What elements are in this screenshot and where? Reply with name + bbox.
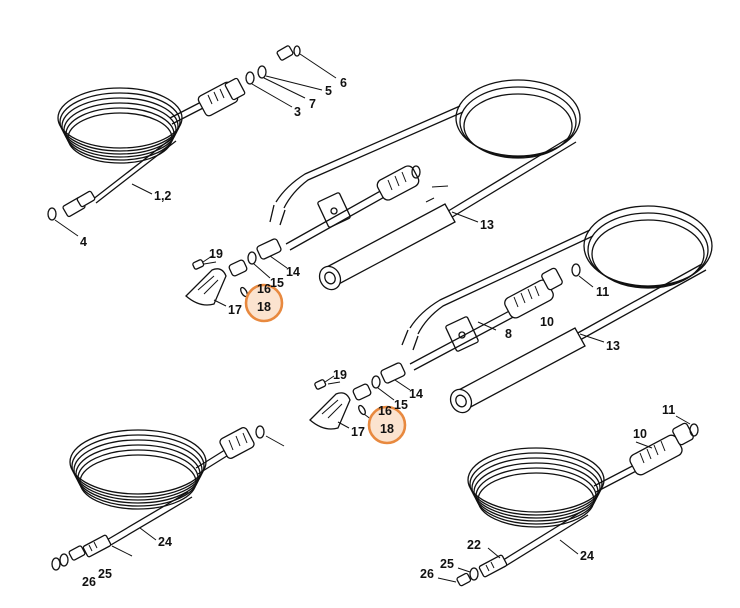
leader-10-bottom-right bbox=[635, 441, 653, 449]
hose-fitting-bottom-left bbox=[68, 534, 112, 561]
screw-19-lower bbox=[314, 375, 335, 390]
fitting-14-lower bbox=[380, 362, 411, 391]
lance-handle-top bbox=[376, 165, 420, 201]
nozzle-insert-16-upper bbox=[228, 259, 248, 277]
leader-24-bottom-right bbox=[559, 539, 579, 555]
label-5: 5 bbox=[325, 84, 332, 98]
hose-coil-top-left bbox=[57, 87, 183, 164]
label-26-bottom-left: 26 bbox=[82, 575, 96, 589]
label-17-lower: 17 bbox=[351, 425, 365, 439]
hose-fitting-lower bbox=[62, 137, 177, 218]
nipple-6 bbox=[276, 45, 337, 79]
label-18-lower: 18 bbox=[380, 422, 394, 436]
label-16-upper: 16 bbox=[257, 282, 271, 296]
label-25-bottom-right: 25 bbox=[440, 557, 454, 571]
label-26-bottom-right: 26 bbox=[420, 567, 434, 581]
highlight-18-upper bbox=[244, 283, 284, 323]
label-19-lower: 19 bbox=[333, 368, 347, 382]
label-25-bottom-left: 25 bbox=[98, 567, 112, 581]
o-ring-4 bbox=[47, 207, 79, 237]
lance-tube-middle bbox=[449, 327, 586, 414]
o-ring-15-lower bbox=[371, 375, 395, 401]
leader-11-bottom-right bbox=[675, 415, 691, 425]
label-22: 22 bbox=[467, 538, 481, 552]
hose-fitting-22-bottom-right bbox=[478, 554, 508, 578]
lance-handle-10-middle bbox=[504, 267, 563, 319]
leader-13-middle bbox=[579, 333, 605, 343]
o-ring-26-bottom-left bbox=[59, 553, 69, 567]
leader-8 bbox=[477, 321, 497, 331]
nipple-bottom-left bbox=[51, 557, 61, 571]
leader-25-bottom-left bbox=[111, 545, 133, 557]
o-ring-5-7 bbox=[257, 65, 323, 99]
hose-coupling-10-bottom-right bbox=[629, 422, 694, 476]
nozzle-cap-17-upper bbox=[185, 268, 227, 306]
label-19-upper: 19 bbox=[209, 247, 223, 261]
label-6: 6 bbox=[340, 76, 347, 90]
leader-26-bottom-right bbox=[437, 577, 457, 583]
hose-assembly-bottom-right bbox=[456, 422, 699, 587]
leader-25-bottom-right bbox=[457, 567, 471, 573]
label-3: 3 bbox=[294, 105, 301, 119]
label-10-bottom-right: 10 bbox=[633, 427, 647, 441]
o-ring-25-bottom-right bbox=[469, 567, 479, 581]
spray-lance-middle bbox=[401, 205, 713, 414]
label-24-bottom-left: 24 bbox=[158, 535, 172, 549]
o-ring-11-bottom-right bbox=[689, 423, 699, 437]
hose-coupling-top-left bbox=[169, 77, 246, 125]
label-8: 8 bbox=[505, 327, 512, 341]
spray-lance-top bbox=[269, 79, 581, 291]
leader-bottom-left-coupling bbox=[265, 435, 285, 447]
nozzle-group-lower bbox=[309, 362, 411, 445]
o-ring-bottom-left bbox=[255, 425, 265, 439]
label-10-middle: 10 bbox=[540, 315, 554, 329]
label-4: 4 bbox=[80, 235, 87, 249]
label-16-lower: 16 bbox=[378, 404, 392, 418]
label-17-upper: 17 bbox=[228, 303, 242, 317]
nipple-26-bottom-right bbox=[456, 572, 472, 587]
label-15-lower: 15 bbox=[394, 398, 408, 412]
lance-tube-top bbox=[318, 203, 456, 291]
o-ring-3 bbox=[245, 71, 293, 108]
leader-19-lower bbox=[327, 381, 341, 385]
leader-19-upper bbox=[203, 261, 217, 265]
label-1-2: 1,2 bbox=[154, 189, 171, 203]
label-11-bottom-right: 11 bbox=[662, 403, 675, 417]
label-18-upper: 18 bbox=[257, 300, 271, 314]
leader-17-lower bbox=[337, 421, 350, 429]
label-11-middle: 11 bbox=[596, 285, 609, 299]
label-13-middle: 13 bbox=[606, 339, 620, 353]
o-ring-11-top-partial bbox=[411, 165, 449, 203]
leader-17-upper bbox=[213, 299, 227, 307]
lance-coil-top bbox=[455, 79, 581, 159]
hose-coupling-bottom-left bbox=[219, 427, 255, 459]
lance-clamp-middle bbox=[445, 316, 479, 352]
o-ring-11-middle bbox=[571, 263, 594, 288]
label-7: 7 bbox=[309, 97, 316, 111]
label-15-upper: 15 bbox=[270, 276, 284, 290]
fitting-14-upper bbox=[256, 238, 288, 269]
label-13-top: 13 bbox=[480, 218, 494, 232]
hose-coil-bottom-left bbox=[69, 429, 207, 510]
nozzle-group-upper bbox=[185, 238, 288, 323]
hose-assembly-1-2 bbox=[57, 77, 246, 218]
leader-22 bbox=[487, 547, 501, 559]
nozzle-cap-17-lower bbox=[309, 392, 351, 430]
leader-1-2 bbox=[131, 183, 153, 195]
hose-coil-bottom-right bbox=[467, 447, 605, 528]
highlight-18-lower bbox=[367, 405, 407, 445]
hose-assembly-bottom-left bbox=[51, 425, 265, 571]
lance-coil-middle bbox=[583, 205, 713, 289]
leader-13-top bbox=[451, 211, 479, 223]
o-ring-15-upper bbox=[247, 251, 271, 279]
label-14-upper: 14 bbox=[286, 265, 300, 279]
screw-19-upper bbox=[192, 255, 213, 270]
nozzle-insert-16-lower bbox=[352, 383, 372, 401]
label-24-bottom-right: 24 bbox=[580, 549, 594, 563]
label-14-lower: 14 bbox=[409, 387, 423, 401]
leader-24-bottom-left bbox=[139, 527, 157, 541]
